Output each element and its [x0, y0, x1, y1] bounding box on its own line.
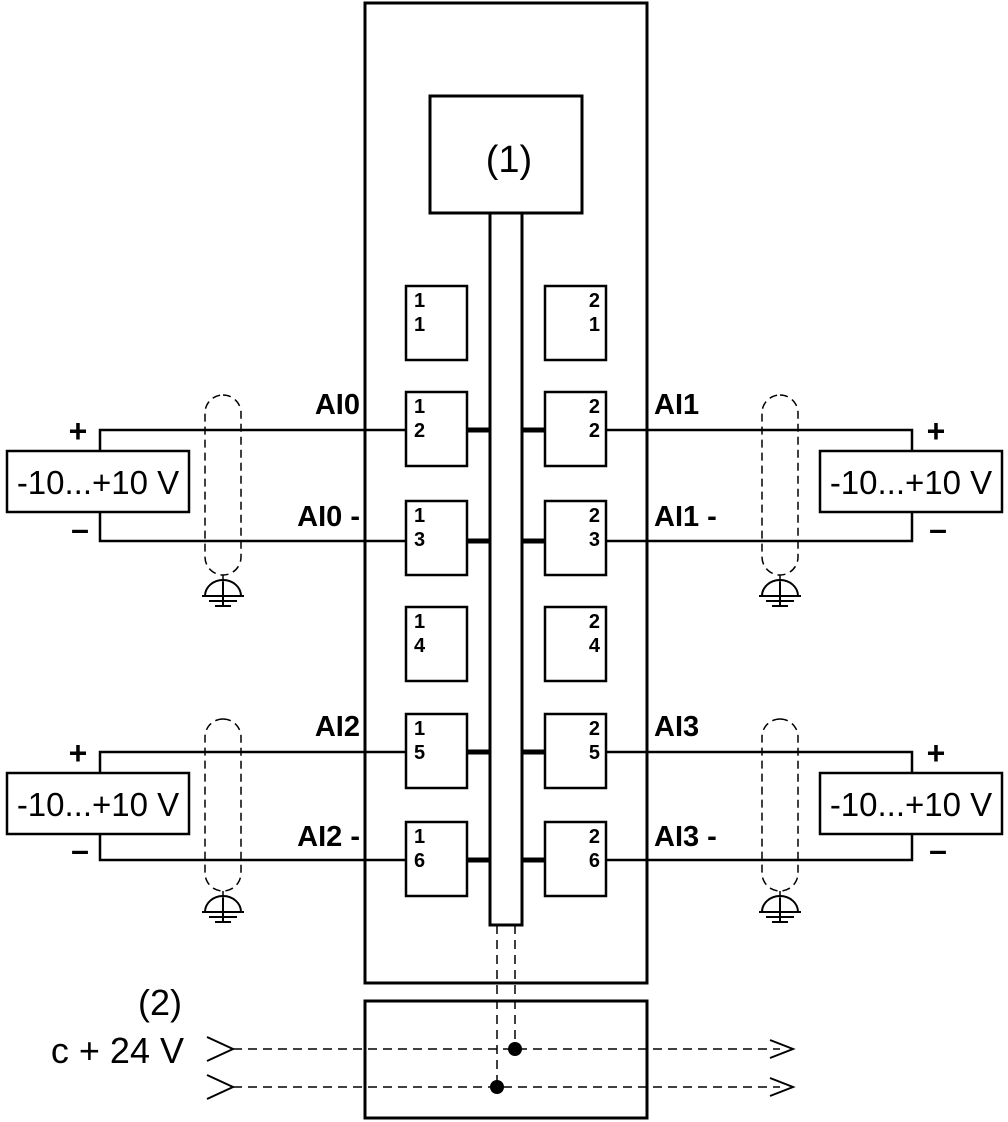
svg-text:6: 6 — [589, 850, 600, 872]
ground-icon — [759, 575, 801, 607]
svg-text:2: 2 — [414, 420, 425, 442]
terminal-1-4: 1 4 — [404, 605, 469, 683]
terminal-bus-stubs — [467, 427, 545, 863]
junction-dot — [490, 1080, 504, 1094]
wire-ai3-minus — [606, 834, 914, 862]
terminal-2-4: 2 4 — [543, 605, 608, 683]
terminal-1-2: 1 2 — [404, 390, 469, 468]
svg-text:5: 5 — [414, 742, 425, 764]
cable-shield — [761, 718, 799, 892]
svg-text:1: 1 — [414, 290, 425, 312]
minus-sign: – — [929, 832, 947, 868]
plus-sign: + — [69, 413, 88, 449]
terminal-1-3: 1 3 — [404, 499, 469, 577]
svg-text:2: 2 — [589, 718, 600, 740]
svg-text:2: 2 — [589, 420, 600, 442]
module-frame — [363, 1, 649, 985]
svg-text:1: 1 — [589, 314, 600, 336]
cable-shield — [204, 718, 242, 892]
terminal-2-3: 2 3 — [543, 499, 608, 577]
power-output-arrow-icon — [769, 1039, 796, 1097]
svg-text:2: 2 — [589, 290, 600, 312]
signal-label-ai0: AI0 — [315, 389, 360, 421]
terminal-2-5: 2 5 — [543, 712, 608, 790]
wire-ai2-minus — [98, 834, 406, 862]
terminal-1-5: 1 5 — [404, 712, 469, 790]
internal-bus-bar — [488, 211, 524, 927]
ground-icon — [759, 891, 801, 923]
svg-text:4: 4 — [589, 635, 601, 657]
junction-dot — [508, 1042, 522, 1056]
wire-ai0-minus — [98, 512, 406, 543]
signal-label-ai2-minus: AI2 - — [297, 821, 360, 853]
channel-ai2: -10...+10 V + – AI2 AI2 - — [5, 711, 406, 923]
signal-label-ai2: AI2 — [315, 711, 360, 743]
power-label: c + 24 V — [51, 1030, 184, 1071]
terminal-2-2: 2 2 — [543, 390, 608, 468]
cable-shield — [204, 394, 242, 576]
terminal-1-1: 1 1 — [404, 284, 469, 362]
minus-sign: – — [71, 832, 89, 868]
signal-label-ai1: AI1 — [654, 389, 699, 421]
wire-ai1-plus — [606, 428, 914, 451]
svg-text:2: 2 — [589, 505, 600, 527]
ground-icon — [202, 575, 244, 607]
callout-2: (2) — [138, 982, 182, 1023]
plus-sign: + — [927, 413, 946, 449]
svg-text:2: 2 — [589, 611, 600, 633]
voltage-source-label: -10...+10 V — [830, 464, 992, 501]
voltage-source-box — [5, 771, 191, 836]
svg-text:1: 1 — [414, 396, 425, 418]
signal-label-ai3-minus: AI3 - — [654, 821, 717, 853]
power-dashed-links — [233, 925, 780, 1088]
svg-text:3: 3 — [414, 529, 425, 551]
svg-text:1: 1 — [414, 314, 425, 336]
channel-ai0: -10...+10 V + – AI0 AI0 - — [5, 389, 406, 607]
plus-sign: + — [69, 735, 88, 771]
plus-sign: + — [927, 735, 946, 771]
power-input-arrow-icon — [206, 1036, 236, 1100]
minus-sign: – — [71, 511, 89, 547]
channel-ai3: -10...+10 V + – AI3 AI3 - — [606, 711, 1004, 923]
svg-text:4: 4 — [414, 635, 426, 657]
svg-text:2: 2 — [589, 396, 600, 418]
power-supply-block — [363, 999, 649, 1120]
terminal-2-1: 2 1 — [543, 284, 608, 362]
wire-ai3-plus — [606, 750, 914, 773]
terminal-1-6: 1 6 — [404, 820, 469, 898]
signal-label-ai3: AI3 — [654, 711, 699, 743]
voltage-source-box — [818, 771, 1004, 836]
wire-ai1-minus — [606, 512, 914, 543]
svg-text:1: 1 — [414, 611, 425, 633]
voltage-source-label: -10...+10 V — [17, 786, 179, 823]
svg-text:6: 6 — [414, 850, 425, 872]
svg-text:3: 3 — [589, 529, 600, 551]
svg-text:1: 1 — [414, 505, 425, 527]
callout-1: (1) — [486, 139, 532, 181]
minus-sign: – — [929, 511, 947, 547]
voltage-source-box — [818, 449, 1004, 514]
signal-label-ai0-minus: AI0 - — [297, 501, 360, 533]
svg-text:2: 2 — [589, 826, 600, 848]
wire-ai0-plus — [98, 428, 406, 451]
voltage-source-label: -10...+10 V — [830, 786, 992, 823]
cable-shield — [761, 394, 799, 576]
svg-text:5: 5 — [589, 742, 600, 764]
voltage-source-label: -10...+10 V — [17, 464, 179, 501]
ground-icon — [202, 891, 244, 923]
svg-text:1: 1 — [414, 826, 425, 848]
terminal-2-6: 2 6 — [543, 820, 608, 898]
voltage-source-box — [5, 449, 191, 514]
wire-ai2-plus — [98, 750, 406, 773]
signal-label-ai1-minus: AI1 - — [654, 501, 717, 533]
channel-ai1: -10...+10 V + – AI1 AI1 - — [606, 389, 1004, 607]
svg-text:1: 1 — [414, 718, 425, 740]
